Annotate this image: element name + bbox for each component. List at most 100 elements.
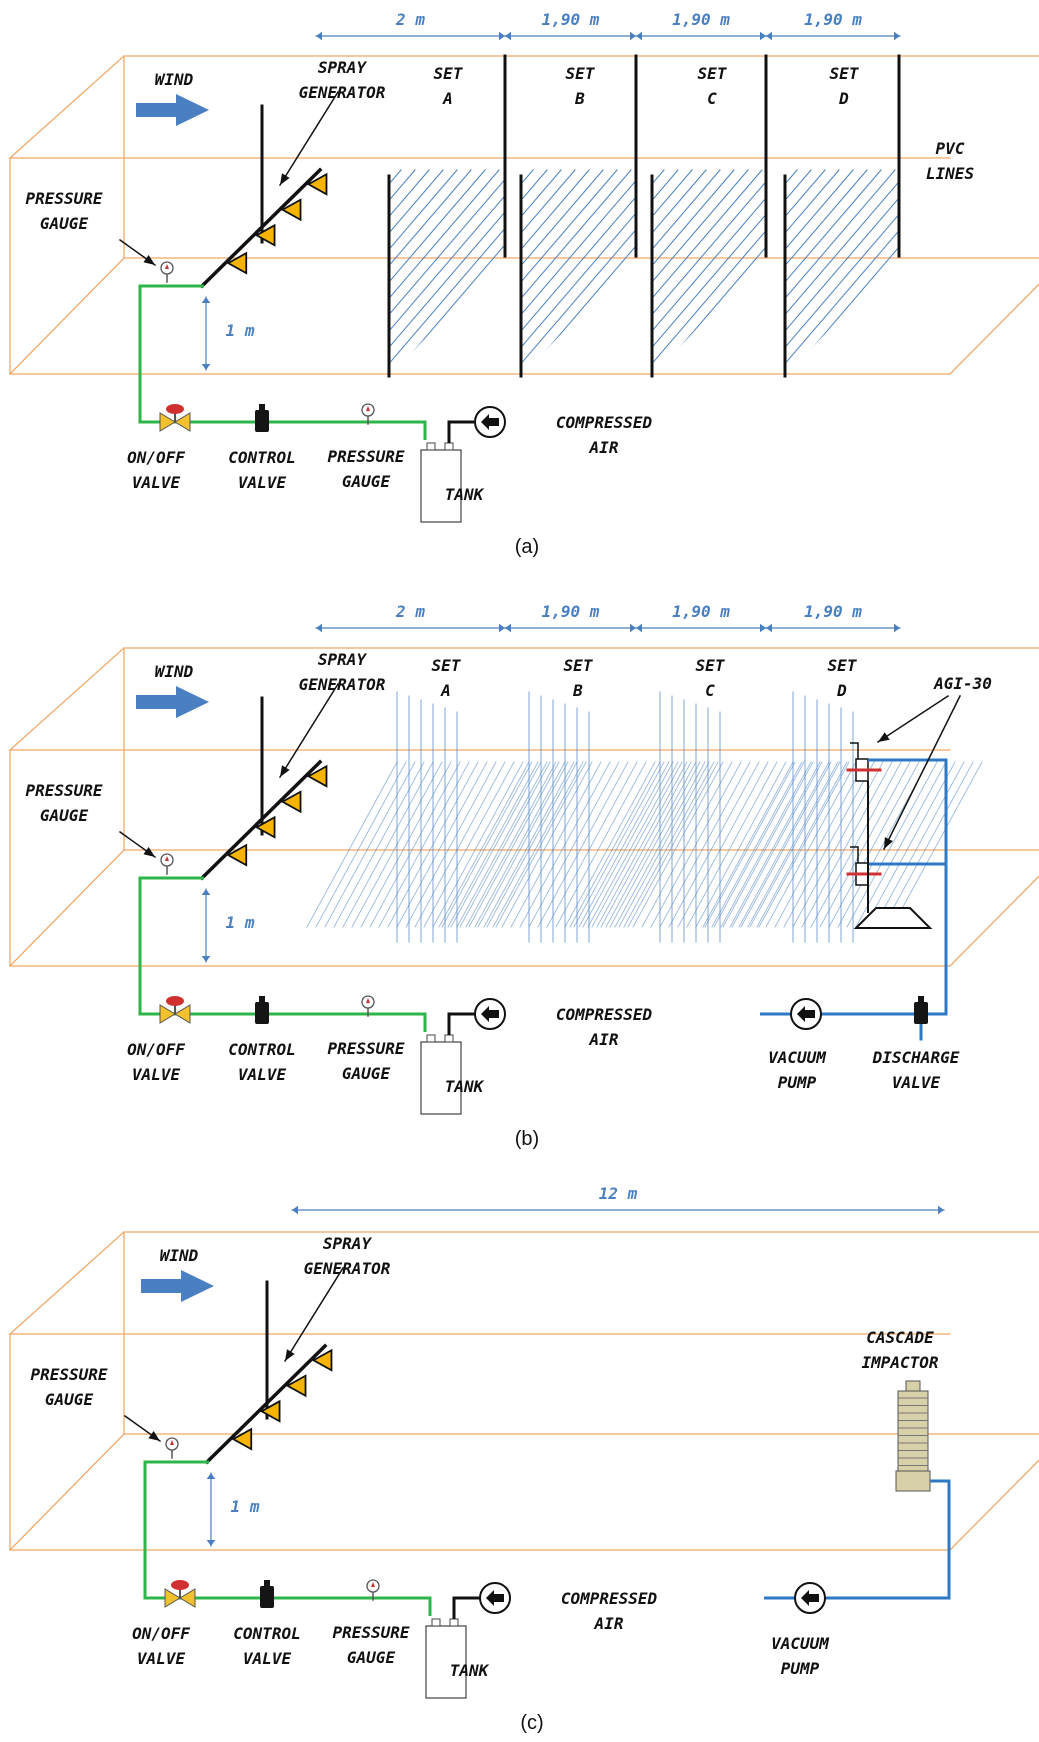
pvc-line [843,170,1023,380]
tank-port-inlet [426,1034,436,1043]
distance-label-2: 1,90 m [542,10,600,29]
tunnel-top-left-edge [9,55,125,159]
control-valve-cap [259,996,265,1003]
tank-label: TANK [445,485,485,504]
grid-diagonal-line [774,761,866,928]
pvc-set-c-label-line-2: C [707,89,717,108]
grid-diagonal-line [387,761,479,928]
pvc-line [652,169,721,376]
compressed-air-label-line-2: AIR [589,438,619,457]
sampling-grid-set-a [306,691,587,943]
sampling-set-d-label-line-1: SET [828,656,858,675]
grid-diagonal-line [609,761,701,928]
pvc-line [785,169,840,376]
spray-generator-pointer-head [280,173,290,185]
pressure-gauge-2-icon [361,403,375,425]
pvc-line [773,170,953,380]
figure-caption: (b) [515,1128,539,1150]
grid-diagonal-line [555,761,647,928]
onoff-valve-icon [159,404,191,432]
distance-label-3: 1,90 m [672,602,730,621]
grid-diagonal-line [423,761,515,928]
pvc-set-b-hatching [521,169,1023,380]
pvc-line [785,169,896,376]
grid-diagonal-line [740,761,832,928]
spray-generator-pointer-head [285,1349,295,1361]
grid-diagonal-line [695,761,787,928]
grid-diagonal-line [378,761,470,928]
grid-diagonal-line [474,761,566,928]
spray-generator-label-line-2: GENERATOR [304,1259,391,1278]
pvc-line [953,170,1039,380]
onoff-valve-label-line-2: VALVE [132,473,181,492]
pvc-line [521,169,632,376]
grid-diagonal-line [801,761,893,928]
agi30-pointer-1-line [876,694,950,744]
spray-boom [199,759,323,881]
control-valve-body [260,1586,274,1608]
grid-diagonal-line [749,761,841,928]
control-valve-body [255,410,269,432]
wind-arrow-icon [136,94,209,126]
grid-diagonal-line [351,761,443,928]
grid-diagonal-line [492,761,584,928]
pressure-gauge-pointer-head [148,1430,160,1441]
pvc-line [521,169,604,376]
pvc-line [585,170,765,380]
pvc-line [995,170,1039,380]
grid-diagonal-line [519,761,611,928]
distance-dimension-1-arrow-left [316,623,322,633]
onoff-valve-label-line-1: ON/OFF [132,1624,190,1643]
pvc-line [647,170,827,380]
height-dimension-arrow-down [201,364,211,370]
pvc-line [1009,170,1039,380]
tank-body [420,1041,462,1115]
tank-port-inlet [426,442,436,451]
valve-body-right [174,412,191,432]
grid-diagonal-line [441,761,533,928]
grid-diagonal-line [447,761,539,928]
pvc-line [652,169,766,376]
spray-nozzle-1 [231,1427,253,1451]
grid-diagonal-line [342,761,434,928]
control-valve-icon [255,996,269,1024]
pvc-line [543,170,723,380]
grid-diagonal-line [668,761,760,928]
pressure-gauge-label-line-1: PRESSURE [25,781,102,800]
pressure-gauge-2-label-line-2: GAUGE [342,472,391,491]
pressure-gauge-2-label-line-1: PRESSURE [332,1623,409,1642]
tunnel-floor-right-edge [949,1459,1039,1551]
grid-diagonal-line [704,761,796,928]
green-air-pipe [138,284,427,440]
pvc-line [882,169,899,376]
pvc-line [521,169,636,376]
sampling-grid-set-b [438,691,719,943]
grid-diagonal-line [855,761,947,928]
tank-port-air [444,1034,454,1043]
grid-diagonal-line [587,761,679,928]
grid-diagonal-line [618,761,710,928]
pvc-line [785,169,868,376]
sampling-set-c-label-line-2: C [705,681,715,700]
pvc-line [925,170,1039,380]
spray-nozzle-1 [226,251,248,275]
tunnel-floor-right-edge [949,283,1039,375]
spray-nozzle-1 [226,843,248,867]
distance-dimension-12m-arrow-right [938,1205,944,1215]
tunnel-floor-left-edge [9,257,125,375]
grid-diagonal-line [623,761,715,928]
pressure-gauge-2-icon [361,995,375,1017]
pvc-line [785,169,899,376]
distance-dimension-3-arrow-right [760,31,766,41]
pvc-line [1023,170,1039,380]
sampling-grid-set-d [702,691,983,943]
grid-diagonal-line [756,761,848,928]
grid-diagonal-line [758,761,850,928]
tank-port-air [444,442,454,451]
spray-nozzle-4 [306,764,328,788]
grid-diagonal-line [729,761,821,928]
compressed-air-label-line-2: AIR [589,1030,619,1049]
spray-nozzle-3 [280,198,302,222]
grid-diagonal-line [465,761,557,928]
spray-generator-label-line-2: GENERATOR [299,83,386,102]
